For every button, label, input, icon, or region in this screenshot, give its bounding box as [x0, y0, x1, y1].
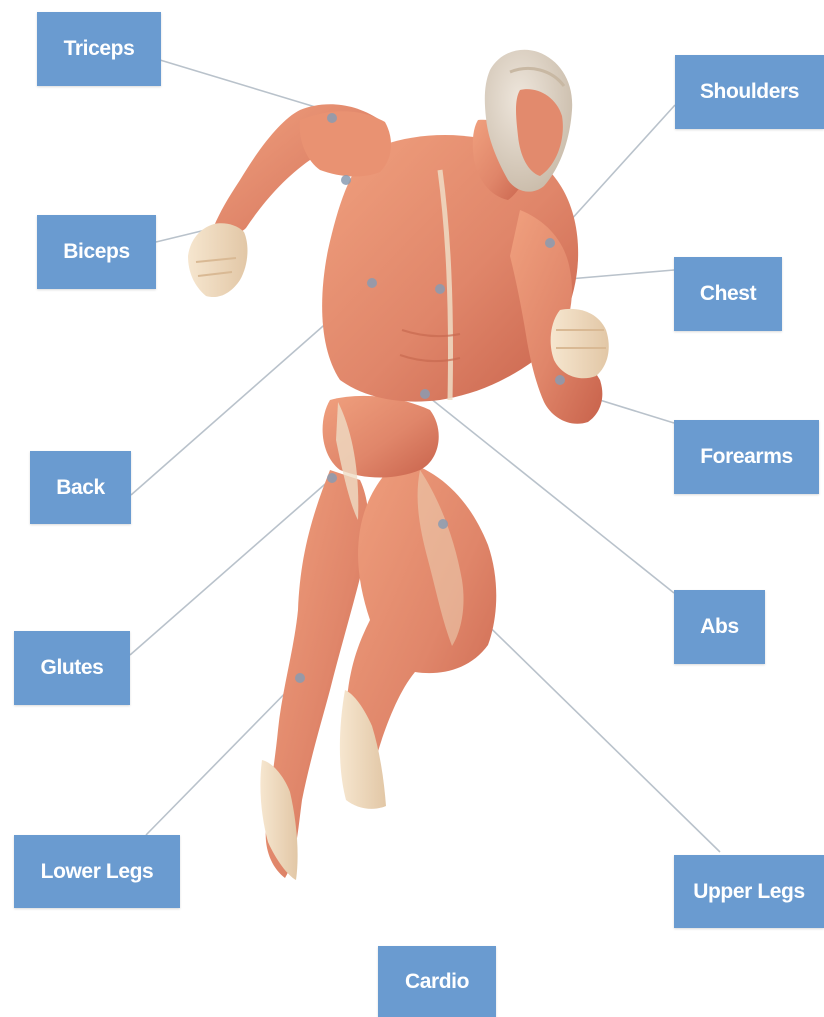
shoulders-label: Shoulders: [700, 80, 799, 104]
marker-abs: [420, 389, 430, 399]
upper-legs-label: Upper Legs: [693, 880, 805, 904]
muscle-body: [188, 50, 609, 880]
triceps-label: Triceps: [64, 37, 135, 61]
marker-lower-legs: [295, 673, 305, 683]
forearms-button[interactable]: Forearms: [674, 420, 819, 494]
marker-glutes: [327, 473, 337, 483]
marker-triceps: [327, 113, 337, 123]
abs-button[interactable]: Abs: [674, 590, 765, 664]
upper-legs-button[interactable]: Upper Legs: [674, 855, 824, 928]
biceps-button[interactable]: Biceps: [37, 215, 156, 289]
shoulders-button[interactable]: Shoulders: [675, 55, 824, 129]
leader-line-forearms: [590, 397, 674, 423]
cardio-button[interactable]: Cardio: [378, 946, 496, 1017]
back-label: Back: [56, 476, 105, 500]
abs-label: Abs: [700, 615, 738, 639]
forearms-label: Forearms: [700, 445, 793, 469]
glutes-button[interactable]: Glutes: [14, 631, 130, 705]
lower-legs-label: Lower Legs: [41, 860, 154, 884]
marker-biceps: [341, 175, 351, 185]
biceps-label: Biceps: [63, 240, 129, 264]
glutes-label: Glutes: [41, 656, 104, 680]
marker-back: [367, 278, 377, 288]
triceps-button[interactable]: Triceps: [37, 12, 161, 86]
marker-chest: [435, 284, 445, 294]
chest-label: Chest: [700, 282, 756, 306]
lower-legs-button[interactable]: Lower Legs: [14, 835, 180, 908]
cardio-label: Cardio: [405, 970, 469, 994]
marker-forearms: [555, 375, 565, 385]
marker-upper-legs: [438, 519, 448, 529]
back-button[interactable]: Back: [30, 451, 131, 524]
chest-button[interactable]: Chest: [674, 257, 782, 331]
leader-line-triceps: [160, 60, 332, 112]
marker-shoulders: [545, 238, 555, 248]
